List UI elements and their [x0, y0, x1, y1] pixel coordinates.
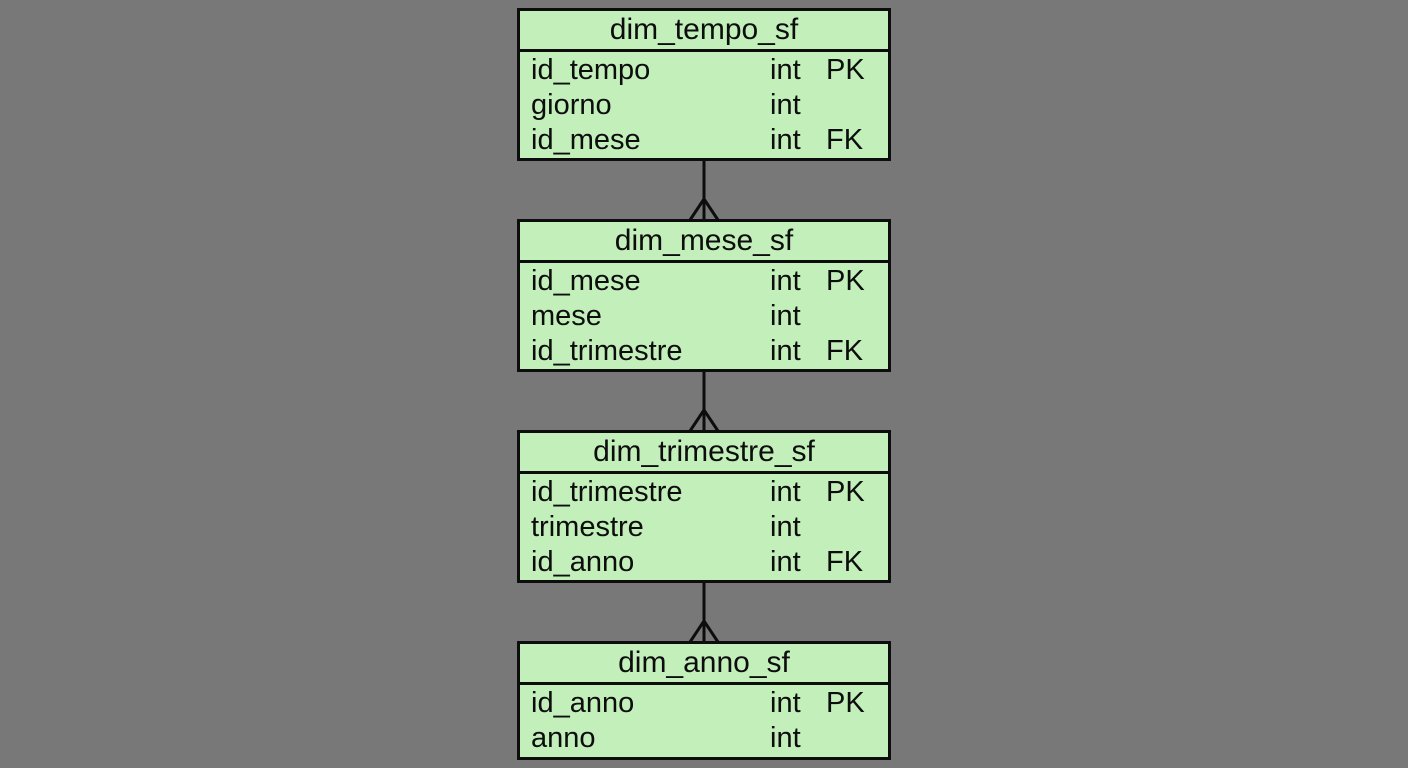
attribute-key-badge: FK: [826, 546, 864, 578]
attribute-name: id_anno: [531, 546, 635, 578]
entity-attributes: id_tempo int PK giorno int id_mese int F…: [520, 52, 888, 158]
attribute-name: id_anno: [531, 687, 635, 719]
attribute-type: int: [770, 300, 801, 332]
entity-dim-mese-sf: dim_mese_sf id_mese int PK mese int id_t…: [517, 219, 891, 372]
attribute-type: int: [770, 546, 801, 578]
attribute-type: int: [770, 265, 801, 297]
attribute-type: int: [770, 54, 801, 86]
entity-attributes: id_anno int PK anno int: [520, 685, 888, 756]
attribute-row: id_anno int PK: [531, 686, 876, 721]
attribute-name: id_tempo: [531, 54, 651, 86]
attribute-row: id_tempo int PK: [531, 53, 876, 88]
attribute-name: id_trimestre: [531, 476, 683, 508]
attribute-key-badge: PK: [826, 265, 865, 297]
attribute-name: anno: [531, 722, 596, 754]
entity-dim-trimestre-sf: dim_trimestre_sf id_trimestre int PK tri…: [517, 430, 891, 583]
entity-title: dim_trimestre_sf: [520, 433, 888, 474]
attribute-type: int: [770, 89, 801, 121]
attribute-row: id_mese int FK: [531, 123, 876, 158]
attribute-row: id_anno int FK: [531, 545, 876, 580]
attribute-name: id_trimestre: [531, 335, 683, 367]
entity-dim-tempo-sf: dim_tempo_sf id_tempo int PK giorno int …: [517, 8, 891, 161]
attribute-row: mese int: [531, 299, 876, 334]
attribute-key-badge: FK: [826, 335, 864, 367]
attribute-row: id_mese int PK: [531, 264, 876, 299]
attribute-row: giorno int: [531, 88, 876, 123]
entity-dim-anno-sf: dim_anno_sf id_anno int PK anno int: [517, 641, 891, 760]
entity-attributes: id_mese int PK mese int id_trimestre int…: [520, 263, 888, 369]
attribute-row: id_trimestre int PK: [531, 475, 876, 510]
relationship-connector-mese-trimestre: [688, 370, 720, 432]
attribute-name: giorno: [531, 89, 612, 121]
attribute-key-badge: FK: [826, 124, 864, 156]
entity-title: dim_mese_sf: [520, 222, 888, 263]
attribute-type: int: [770, 476, 801, 508]
entity-title: dim_anno_sf: [520, 644, 888, 685]
attribute-key-badge: PK: [826, 54, 865, 86]
entity-attributes: id_trimestre int PK trimestre int id_ann…: [520, 474, 888, 580]
relationship-connector-tempo-mese: [688, 159, 720, 221]
attribute-type: int: [770, 335, 801, 367]
attribute-key-badge: PK: [826, 687, 865, 719]
attribute-row: anno int: [531, 721, 876, 756]
attribute-name: mese: [531, 300, 602, 332]
relationship-connector-trimestre-anno: [688, 581, 720, 643]
attribute-type: int: [770, 722, 801, 754]
attribute-type: int: [770, 511, 801, 543]
attribute-name: trimestre: [531, 511, 644, 543]
attribute-row: id_trimestre int FK: [531, 334, 876, 369]
attribute-type: int: [770, 687, 801, 719]
attribute-type: int: [770, 124, 801, 156]
attribute-row: trimestre int: [531, 510, 876, 545]
attribute-name: id_mese: [531, 265, 641, 297]
attribute-name: id_mese: [531, 124, 641, 156]
entity-title: dim_tempo_sf: [520, 11, 888, 52]
attribute-key-badge: PK: [826, 476, 865, 508]
